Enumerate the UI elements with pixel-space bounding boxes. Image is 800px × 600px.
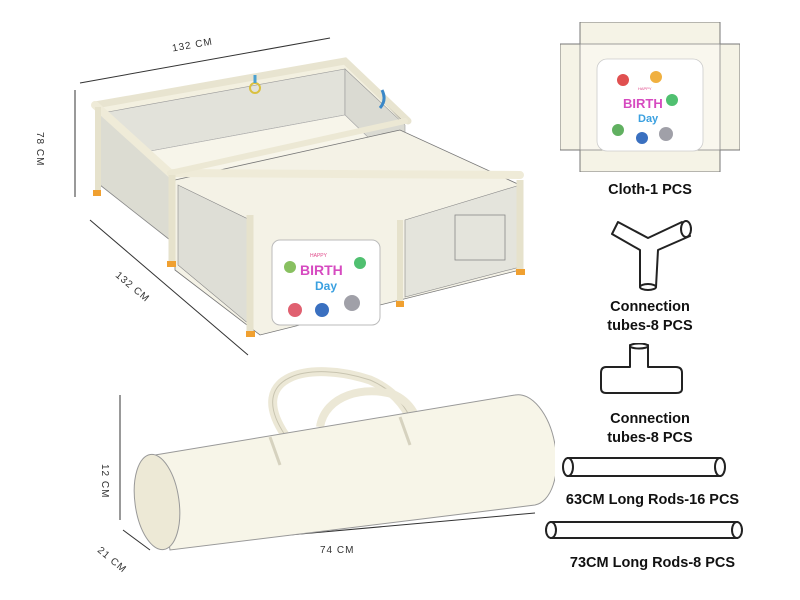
- t-connector-illustration: [598, 343, 688, 398]
- carry-bag-illustration: [95, 355, 555, 575]
- rod-73-caption: 73CM Long Rods-8 PCS: [569, 555, 736, 571]
- cloth-caption: Cloth-1 PCS: [608, 182, 692, 198]
- rod-73-drawing: [545, 521, 743, 539]
- cloth-drawing: HAPPY BIRTH Day: [560, 22, 740, 172]
- y-connector-caption-line2: tubes-8 PCS: [607, 318, 693, 334]
- handle-straps: [268, 416, 412, 466]
- rod-73-illustration: [545, 519, 745, 541]
- y-connector-caption-line1: Connection: [610, 299, 690, 315]
- zip-door: [454, 214, 506, 261]
- bag-body: [154, 394, 555, 551]
- t-connector-caption-line2: tubes-8 PCS: [607, 430, 693, 446]
- y-connector-drawing: [611, 220, 692, 291]
- panel-day-text: Day: [315, 279, 337, 293]
- dim-playpen-height: 78 CM: [34, 132, 45, 167]
- cloth-illustration: HAPPY BIRTH Day: [560, 22, 740, 172]
- y-connector-illustration: [610, 212, 695, 292]
- rod-63-illustration: [562, 455, 727, 479]
- panel-happy-text: HAPPY: [310, 253, 328, 259]
- playpen-illustration: HAPPY BIRTH Day: [60, 35, 560, 365]
- dim-bag-length: 74 CM: [320, 545, 355, 556]
- t-connector-drawing: [600, 343, 683, 394]
- carry-bag-drawing: [119, 367, 555, 551]
- width-dimension-line: [79, 37, 331, 84]
- dim-bag-height: 12 CM: [99, 464, 110, 499]
- bag-depth-dimension-line: [122, 529, 151, 551]
- svg-text:HAPPY: HAPPY: [638, 86, 652, 91]
- foot: [93, 190, 101, 196]
- t-connector-caption-line1: Connection: [610, 411, 690, 427]
- bag-end-cap: [133, 453, 181, 551]
- depth-dimension-line: [89, 219, 249, 356]
- svg-text:Day: Day: [638, 113, 659, 125]
- rod-63-caption: 63CM Long Rods-16 PCS: [565, 492, 740, 508]
- panel-birth-text: BIRTH: [300, 262, 343, 278]
- playpen-drawing: HAPPY BIRTH Day: [74, 37, 525, 356]
- back-top-rail: [91, 57, 412, 125]
- svg-text:BIRTH: BIRTH: [623, 96, 663, 111]
- rod-63-drawing: [562, 457, 726, 477]
- hanging-strap-toy: [378, 89, 386, 109]
